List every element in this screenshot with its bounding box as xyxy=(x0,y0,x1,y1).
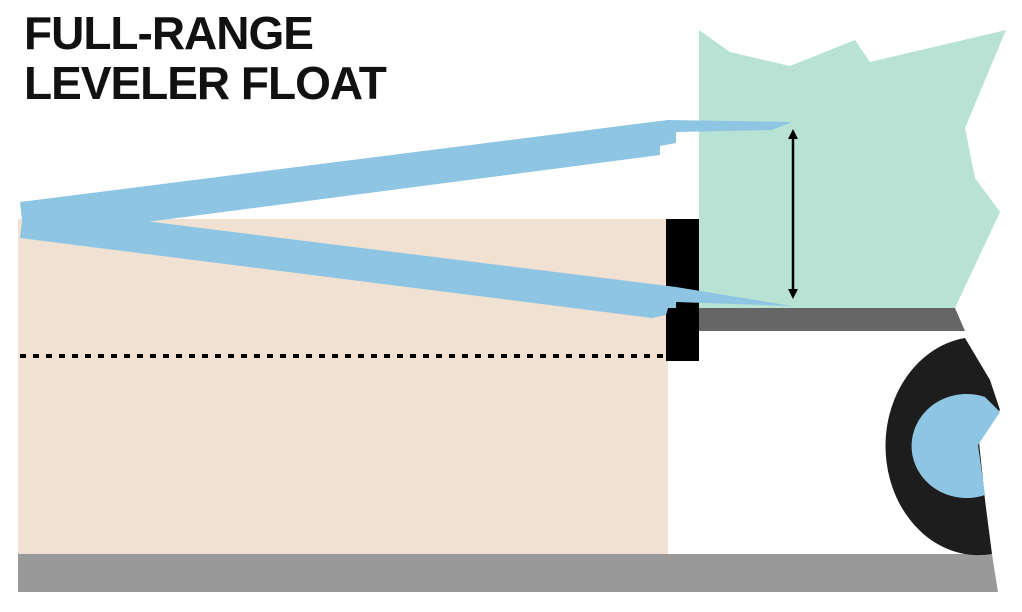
title-line-2: LEVELER FLOAT xyxy=(24,57,387,109)
diagram-title: FULL-RANGE LEVELER FLOAT xyxy=(24,7,387,109)
wheel-hub xyxy=(911,394,1000,498)
leveler-lip-lowered xyxy=(20,206,792,318)
trailer-box xyxy=(699,30,1006,308)
title-line-1: FULL-RANGE xyxy=(24,7,314,59)
trailer-bed xyxy=(699,308,965,331)
ground-strip xyxy=(18,554,998,592)
leveler-lip-raised xyxy=(20,120,792,238)
